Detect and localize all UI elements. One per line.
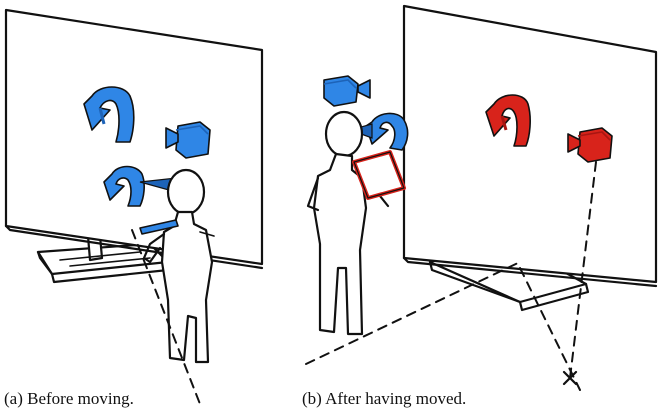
- camera-icon: [567, 127, 613, 163]
- projection-line-a: [131, 229, 201, 405]
- curved-arrow-icon: [365, 112, 409, 151]
- display-screen-b: [402, 4, 658, 288]
- panel-a: [4, 8, 264, 405]
- person-icon: [142, 168, 215, 364]
- display-screen-a: [4, 8, 264, 270]
- intersection-marker: [562, 370, 578, 386]
- caption-a: (a) Before moving.: [4, 389, 134, 408]
- curved-arrow-icon: [83, 86, 135, 143]
- curved-arrow-icon: [485, 94, 531, 147]
- camera-icon: [165, 121, 211, 159]
- projection-line-b-floor: [305, 261, 521, 365]
- person-icon: [306, 110, 390, 336]
- panel-b: [305, 4, 658, 391]
- caption-b: (b) After having moved.: [302, 389, 467, 408]
- tablet-icon: [139, 219, 179, 235]
- projection-line-b-camera: [569, 161, 597, 379]
- tablet-icon: [352, 150, 406, 200]
- curved-arrow-icon: [103, 165, 145, 207]
- camera-icon: [323, 75, 371, 107]
